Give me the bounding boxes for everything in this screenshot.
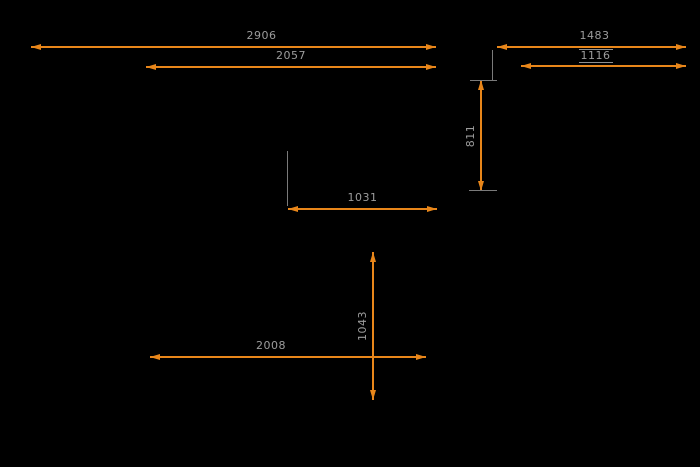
dimension-line [150,356,426,358]
arrowhead-right-icon [426,64,436,70]
dimension-label: 2906 [246,29,277,42]
dimension-line [288,208,437,210]
dimension-label: 1116 [578,49,613,63]
extension-tick-bottom [469,190,497,191]
dimension-label: 1031 [347,191,378,204]
arrowhead-right-icon [676,44,686,50]
extension-line-vertical [287,151,288,206]
arrowhead-left-icon [31,44,41,50]
arrowhead-down-icon [478,181,484,191]
arrowhead-right-icon [426,44,436,50]
dimension-line [497,46,686,48]
arrowhead-up-icon [478,80,484,90]
dimension-line [480,80,482,191]
arrowhead-left-icon [497,44,507,50]
extension-tick-top [470,80,497,81]
dimension-label: 811 [464,124,477,147]
dimension-line [31,46,436,48]
extension-line-vertical [492,50,493,80]
dimension-line [372,252,374,400]
dimension-label: 2057 [276,49,306,62]
arrowhead-left-icon [288,206,298,212]
arrowhead-right-icon [676,63,686,69]
arrowhead-left-icon [521,63,531,69]
dimension-label: 2008 [256,339,286,352]
dimension-line [146,66,436,68]
arrowhead-left-icon [146,64,156,70]
arrowhead-right-icon [416,354,426,360]
arrowhead-right-icon [427,206,437,212]
dimension-line [521,65,686,67]
arrowhead-left-icon [150,354,160,360]
dimension-label: 1043 [356,311,369,341]
dimension-label: 1483 [579,29,610,42]
arrowhead-down-icon [370,390,376,400]
arrowhead-up-icon [370,252,376,262]
